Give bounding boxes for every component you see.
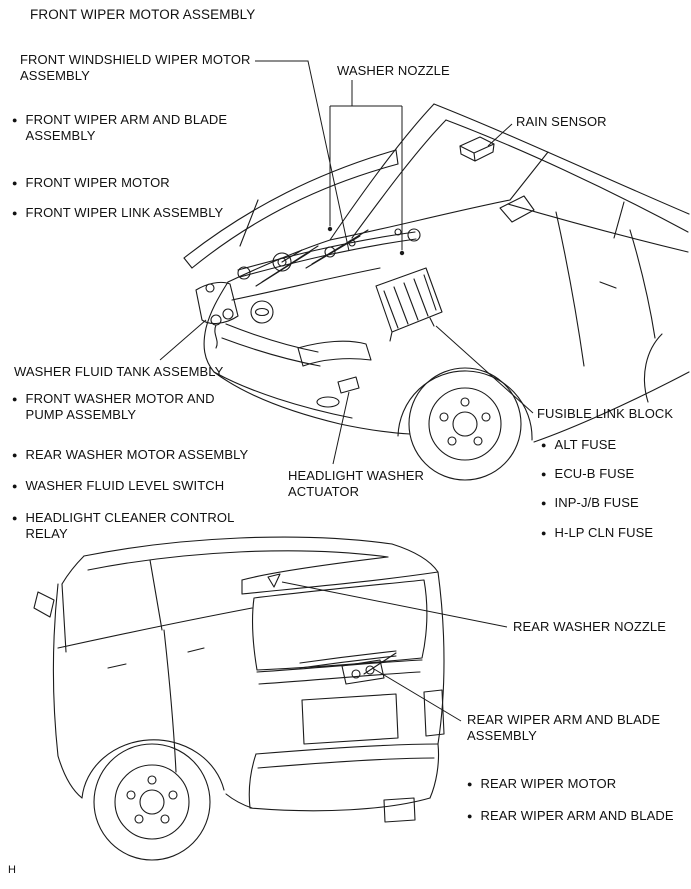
- leader-rear-washer-nozzle: [281, 581, 508, 628]
- label-washer-nozzle: WASHER NOZZLE: [337, 63, 450, 78]
- open-hood: [183, 149, 397, 259]
- license-recess-drawing: [301, 693, 399, 745]
- leader-headlight-washer-actuator: [332, 391, 350, 465]
- taillight-drawing: [423, 689, 445, 737]
- bullet-icon: ●: [541, 440, 547, 450]
- leader-front-windshield-wiper-motor: [255, 60, 350, 252]
- label-washer-fluid-level-switch: ● WASHER FLUID LEVEL SWITCH: [12, 478, 225, 493]
- bullet-icon: ●: [541, 528, 547, 538]
- bullet-icon: ●: [12, 394, 18, 404]
- label-front-wiper-arm-blade-assembly: ● FRONT WIPER ARM AND BLADE ASSEMBLY: [12, 112, 228, 143]
- label-front-wiper-link-assembly: ● FRONT WIPER LINK ASSEMBLY: [12, 205, 224, 220]
- label-rain-sensor: RAIN SENSOR: [516, 114, 607, 129]
- leader-rear-wiper-assembly: [373, 668, 462, 722]
- headlight-drawing: [297, 340, 372, 367]
- rain-sensor-drawing: [459, 136, 495, 162]
- bullet-icon: ●: [12, 208, 18, 218]
- label-rear-washer-motor-assembly: ● REAR WASHER MOTOR ASSEMBLY: [12, 447, 249, 462]
- label-front-wiper-motor: ● FRONT WIPER MOTOR: [12, 175, 170, 190]
- leader-lines: [159, 60, 534, 722]
- rear-glass-drawing: [252, 579, 428, 671]
- label-hlp-cln-fuse: ● H-LP CLN FUSE: [541, 525, 654, 540]
- bullet-icon: ●: [12, 450, 18, 460]
- bullet-icon: ●: [12, 513, 18, 523]
- bullet-icon: ●: [12, 178, 18, 188]
- rear-vehicle-illustration: [33, 536, 445, 861]
- leader-washer-nozzle: [329, 80, 403, 250]
- label-rear-wiper-arm-blade-assembly: REAR WIPER ARM AND BLADE ASSEMBLY: [467, 712, 661, 743]
- label-washer-fluid-tank-assembly: WASHER FLUID TANK ASSEMBLY: [14, 364, 224, 379]
- rear-washer-nozzle-drawing: [267, 573, 281, 588]
- label-front-washer-motor-pump-assembly: ● FRONT WASHER MOTOR AND PUMP ASSEMBLY: [12, 391, 215, 422]
- headlight-washer-actuator-drawing: [337, 376, 360, 394]
- front-wiper-link-assembly-drawing: [237, 228, 421, 287]
- label-rear-washer-nozzle: REAR WASHER NOZZLE: [513, 619, 667, 634]
- label-front-windshield-wiper-motor-assembly: FRONT WINDSHIELD WIPER MOTOR ASSEMBLY: [20, 52, 251, 83]
- bullet-icon: ●: [541, 469, 547, 479]
- bullet-icon: ●: [467, 811, 473, 821]
- label-rear-wiper-motor: ● REAR WIPER MOTOR: [467, 776, 617, 791]
- label-headlight-washer-actuator: HEADLIGHT WASHER ACTUATOR: [288, 468, 424, 499]
- bullet-icon: ●: [12, 481, 18, 491]
- leader-rain-sensor: [487, 123, 513, 147]
- label-headlight-cleaner-control-relay: ● HEADLIGHT CLEANER CONTROL RELAY: [12, 510, 234, 541]
- label-ecu-b-fuse: ● ECU-B FUSE: [541, 466, 635, 481]
- leader-fusible-link-block: [435, 325, 534, 414]
- label-fusible-link-block: FUSIBLE LINK BLOCK: [537, 406, 674, 421]
- fusible-link-block-drawing: [375, 267, 443, 342]
- side-mirror: [33, 591, 55, 618]
- label-inp-jb-fuse: ● INP-J/B FUSE: [541, 495, 639, 510]
- bullet-icon: ●: [12, 115, 18, 125]
- label-rear-wiper-arm-blade: ● REAR WIPER ARM AND BLADE: [467, 808, 674, 823]
- leader-washer-fluid-tank: [159, 319, 207, 361]
- page-title: FRONT WIPER MOTOR ASSEMBLY: [30, 7, 256, 22]
- front-wheel-drawing: [397, 367, 533, 481]
- bullet-icon: ●: [467, 779, 473, 789]
- bullet-icon: ●: [541, 498, 547, 508]
- washer-fluid-tank-drawing: [195, 281, 239, 349]
- label-alt-fuse: ● ALT FUSE: [541, 437, 617, 452]
- front-vehicle-illustration: [183, 103, 690, 481]
- side-mirror: [499, 195, 535, 223]
- rear-wheel-drawing: [81, 739, 225, 861]
- page-footer-marker: H: [8, 864, 16, 876]
